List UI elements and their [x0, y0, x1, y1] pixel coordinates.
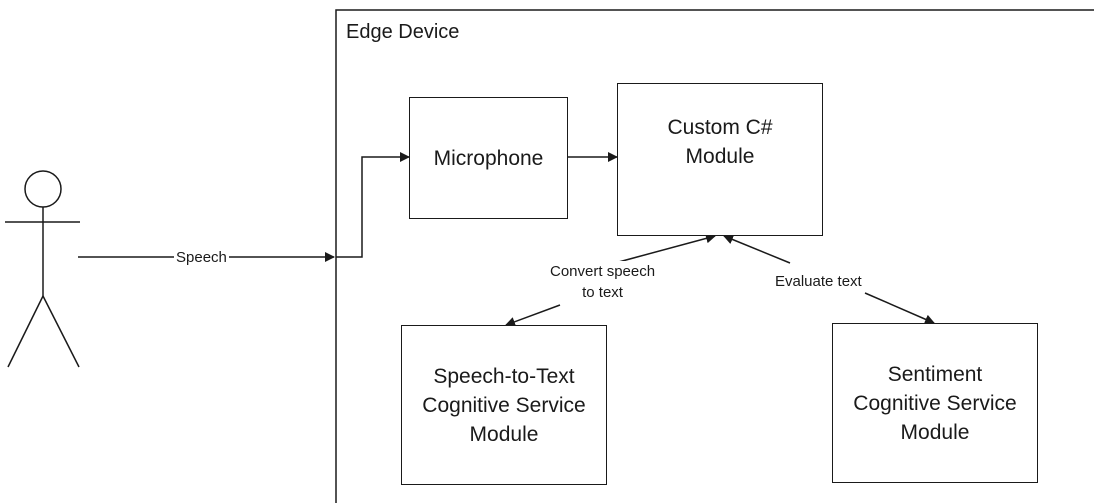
custom-module-node: Custom C# Module: [617, 83, 823, 236]
module-to-speech-arrow: [505, 304, 561, 327]
module-to-sentiment-arrow: [864, 292, 935, 324]
evaluate-edge-label: Evaluate text: [773, 271, 864, 292]
speech-to-text-label: Speech-to-Text Cognitive Service Module: [422, 364, 586, 446]
edge-device-title: Edge Device: [346, 21, 460, 43]
convert-edge-label: Convert speech to text: [548, 261, 658, 303]
sentiment-node: Sentiment Cognitive Service Module: [832, 323, 1038, 483]
edge-device-boundary: [335, 9, 1094, 503]
sentiment-to-module-arrow: [723, 234, 791, 264]
speech-to-text-node: Speech-to-Text Cognitive Service Module: [401, 325, 607, 485]
microphone-node: Microphone: [409, 97, 568, 219]
user-actor-icon: [5, 170, 80, 368]
custom-module-label: Custom C# Module: [667, 115, 773, 168]
microphone-label: Microphone: [433, 146, 544, 170]
sentiment-label: Sentiment Cognitive Service Module: [853, 362, 1017, 444]
speech-edge-label: Speech: [174, 247, 229, 268]
input-to-microphone-arrow: [336, 152, 410, 258]
